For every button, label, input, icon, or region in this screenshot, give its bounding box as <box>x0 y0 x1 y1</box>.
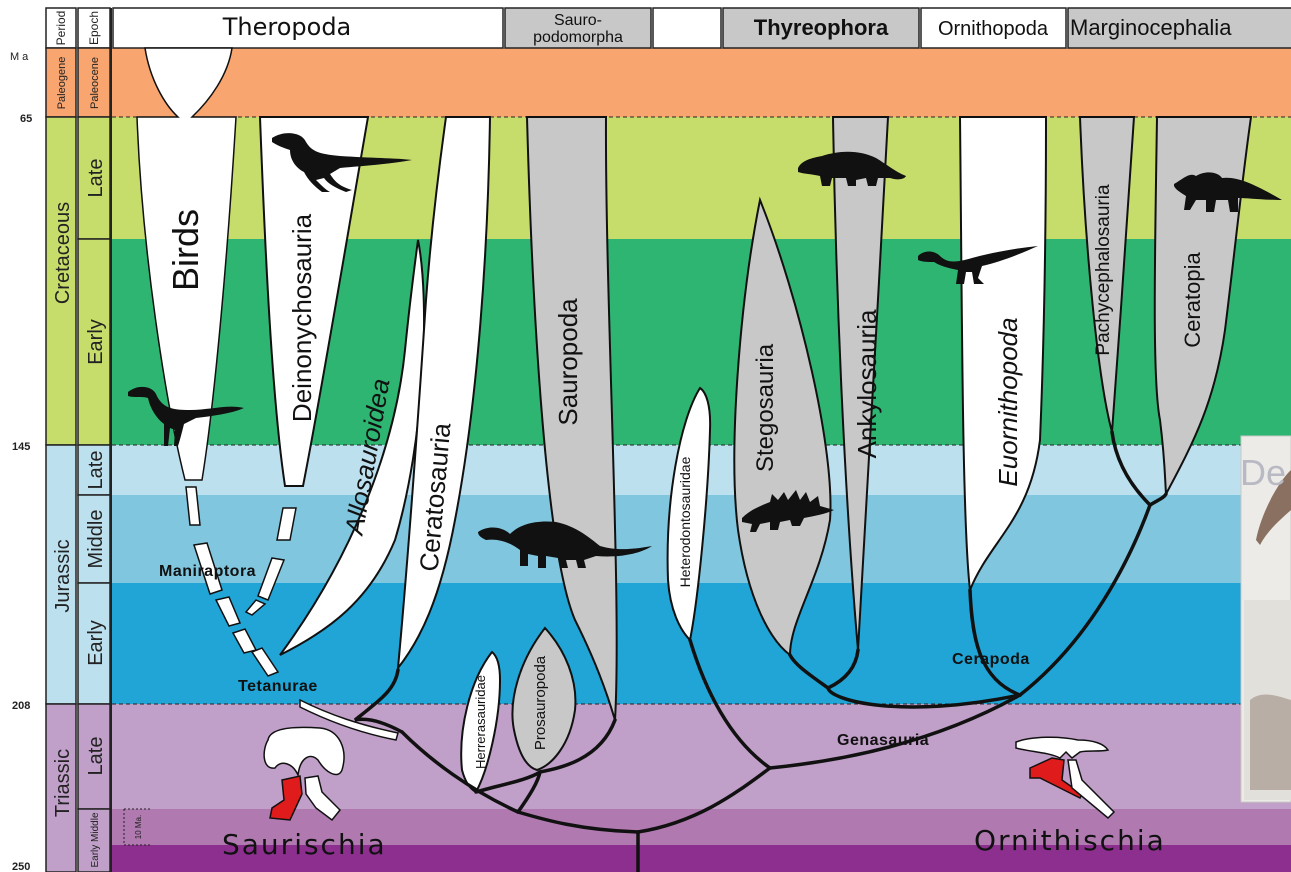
overlay-partial-text: De <box>1240 452 1286 493</box>
svg-text:Marginocephalia: Marginocephalia <box>1070 15 1232 40</box>
epoch-cretaceous-early: Early <box>85 319 107 365</box>
epoch-triassic-early-middle: Early Middle <box>90 812 101 867</box>
svg-text:Ornithopoda: Ornithopoda <box>938 18 1049 40</box>
epoch-jurassic-middle: Middle <box>85 510 107 569</box>
label-ankylosauria: Ankylosauria <box>852 309 882 458</box>
group-ornithischia: Ornithischia <box>974 824 1166 857</box>
period-triassic: Triassic <box>52 749 74 817</box>
svg-text:Thyreophora: Thyreophora <box>754 15 889 40</box>
label-birds: Birds <box>165 209 206 291</box>
node-cerapoda: Cerapoda <box>952 651 1030 668</box>
svg-text:Sauro-: Sauro- <box>554 12 602 29</box>
epoch-jurassic-late: Late <box>85 451 107 490</box>
node-genasauria: Genasauria <box>837 732 929 749</box>
node-maniraptora: Maniraptora <box>159 563 256 580</box>
svg-text:podomorpha: podomorpha <box>533 29 623 46</box>
period-cretaceous: Cretaceous <box>52 202 74 304</box>
label-heterodontosauridae: Heterodontosauridae <box>677 456 693 587</box>
node-tetanurae: Tetanurae <box>238 678 318 695</box>
label-prosauropoda: Prosauropoda <box>532 655 549 750</box>
period-header: Period <box>54 11 68 46</box>
header-theropoda-label: Theropoda <box>222 13 352 41</box>
period-jurassic: Jurassic <box>52 539 74 612</box>
tick-250: 250 <box>12 861 30 872</box>
label-sauropoda: Sauropoda <box>553 298 583 426</box>
unit-label: Ma <box>10 51 31 63</box>
tick-65: 65 <box>20 113 32 125</box>
period-paleogene: Paleogene <box>56 57 68 110</box>
epoch-header: Epoch <box>87 11 101 45</box>
group-saurischia: Saurischia <box>222 828 387 861</box>
label-pachycephalosauria: Pachycephalosauria <box>1093 184 1114 356</box>
overlay-photo-fragment: De <box>1240 436 1291 802</box>
clade-header-bar: Theropoda Sauro- podomorpha Thyreophora … <box>113 8 1291 48</box>
band-paleocene <box>112 48 1291 117</box>
tick-145: 145 <box>12 441 30 453</box>
label-euornithopoda: Euornithopoda <box>993 317 1023 486</box>
label-deinonychosauria: Deinonychosauria <box>287 213 317 422</box>
epoch-triassic-late: Late <box>85 737 107 776</box>
epoch-paleocene: Paleocene <box>89 57 101 109</box>
label-herrerasauridae: Herrerasauridae <box>473 675 488 769</box>
label-stegosauria: Stegosauria <box>752 343 779 472</box>
label-ceratopia: Ceratopia <box>1180 252 1205 348</box>
svg-text:10 Ma.: 10 Ma. <box>134 815 143 839</box>
tick-208: 208 <box>12 700 30 712</box>
period-column <box>46 8 76 872</box>
epoch-cretaceous-late: Late <box>85 159 107 198</box>
epoch-jurassic-early: Early <box>85 620 107 666</box>
